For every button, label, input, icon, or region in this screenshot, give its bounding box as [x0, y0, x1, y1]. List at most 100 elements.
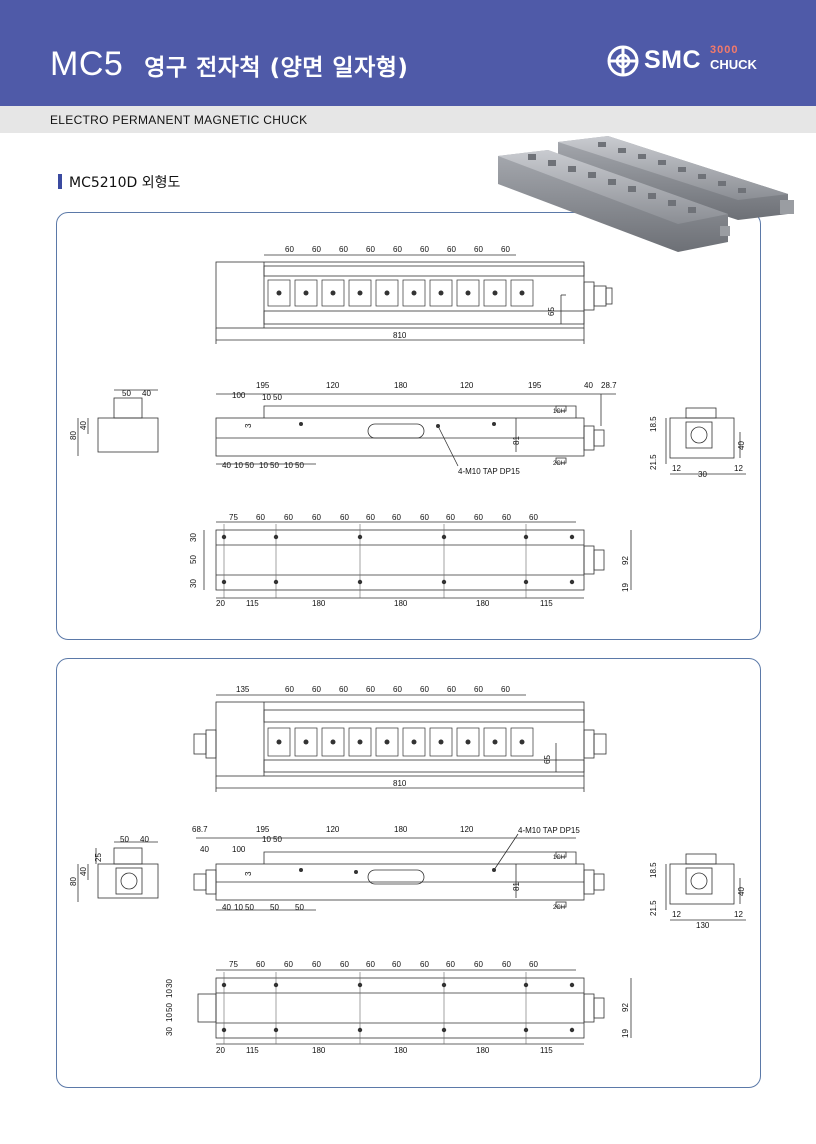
dim-label: 60 [474, 960, 483, 969]
dim-label: 10 [284, 461, 293, 470]
english-subtitle: ELECTRO PERMANENT MAGNETIC CHUCK [50, 113, 308, 127]
channel-tag: 2CH [553, 905, 565, 911]
dim-label: 60 [474, 513, 483, 522]
pole-grid-top-1 [263, 265, 585, 325]
dim-label: 50 [273, 835, 282, 844]
dim-label: 180 [394, 825, 408, 834]
dim-label: 60 [285, 685, 294, 694]
dim-label: 50 [122, 389, 131, 398]
pole-cells-top-1 [267, 279, 534, 307]
dim-label: 30 [165, 979, 174, 988]
dim-label: 810 [393, 331, 407, 340]
dim-label: 195 [256, 381, 270, 390]
dim-label: 60 [474, 685, 483, 694]
dim-label: 115 [246, 1046, 259, 1055]
dim-label: 60 [256, 513, 265, 522]
dim-label: 3 [244, 871, 253, 876]
dim-label: 19 [621, 1029, 630, 1038]
dim-label: 20 [216, 1046, 225, 1055]
header-banner: MC5 영구 전자척 (양면 일자형) SMC 3000 CHUCK [0, 0, 816, 106]
dim-label: 115 [540, 1046, 553, 1055]
dim-label: 60 [420, 513, 429, 522]
dim-label: 92 [621, 556, 630, 565]
dim-label: 21.5 [649, 900, 658, 916]
dim-label: 20 [216, 599, 225, 608]
dim-label: 40 [737, 441, 746, 450]
dim-label: 40 [79, 867, 88, 876]
dim-label: 100 [232, 391, 246, 400]
dim-label: 30 [189, 579, 198, 588]
dim-label: 10 [234, 903, 243, 912]
dim-label: 81 [512, 882, 521, 891]
dim-label: 120 [460, 381, 474, 390]
dim-label: 50 [245, 461, 254, 470]
dim-label: 120 [460, 825, 474, 834]
dim-label: 60 [393, 245, 402, 254]
dim-label: 60 [501, 245, 510, 254]
dim-label: 60 [366, 960, 375, 969]
dim-label: 40 [222, 903, 231, 912]
dim-label: 60 [339, 245, 348, 254]
dim-label: 12 [672, 910, 681, 919]
dim-label: 18.5 [649, 416, 658, 432]
dim-label: 50 [165, 1003, 174, 1012]
dim-label: 60 [340, 960, 349, 969]
dim-label: 60 [312, 685, 321, 694]
dim-label: 60 [393, 685, 402, 694]
dim-label: 60 [446, 513, 455, 522]
dim-label: 60 [312, 245, 321, 254]
page-title: MC5 영구 전자척 (양면 일자형) [50, 45, 408, 84]
dim-label: 60 [529, 960, 538, 969]
tap-note: 4-M10 TAP DP15 [518, 826, 580, 835]
dim-label: 180 [394, 599, 408, 608]
dim-label: 180 [312, 599, 326, 608]
drawing-panel-1 [56, 212, 761, 640]
dim-label: 60 [366, 245, 375, 254]
dim-label: 180 [312, 1046, 326, 1055]
dim-label: 60 [446, 960, 455, 969]
dim-label: 75 [229, 960, 238, 969]
dim-label: 40 [140, 835, 149, 844]
dim-label: 60 [340, 513, 349, 522]
dim-label: 25 [94, 853, 103, 862]
dim-label: 100 [232, 845, 246, 854]
dim-label: 180 [476, 1046, 490, 1055]
dim-label: 30 [698, 470, 707, 479]
dim-label: 12 [734, 464, 743, 473]
dim-label: 18.5 [649, 862, 658, 878]
dim-label: 40 [584, 381, 593, 390]
dim-label: 40 [142, 389, 151, 398]
dim-label: 60 [392, 513, 401, 522]
dim-label: 60 [474, 245, 483, 254]
dim-label: 60 [284, 513, 293, 522]
dim-label: 60 [312, 513, 321, 522]
channel-tag: 1CH [553, 855, 565, 861]
dim-label: 60 [529, 513, 538, 522]
dim-label: 40 [79, 421, 88, 430]
dim-label: 60 [339, 685, 348, 694]
dim-label: 60 [284, 960, 293, 969]
dim-label: 28.7 [601, 381, 617, 390]
subtitle-bar: ELECTRO PERMANENT MAGNETIC CHUCK [0, 106, 816, 133]
dim-label: 60 [420, 685, 429, 694]
channel-tag: 2CH [553, 461, 565, 467]
dim-label: 80 [69, 877, 78, 886]
dim-label: 30 [165, 1027, 174, 1036]
logo-sub: CHUCK [710, 57, 757, 72]
dim-label: 80 [69, 431, 78, 440]
dim-label: 135 [236, 685, 250, 694]
dim-label: 60 [392, 960, 401, 969]
dim-label: 130 [696, 921, 710, 930]
dim-label: 60 [501, 685, 510, 694]
dim-label: 21.5 [649, 454, 658, 470]
dim-label: 10 [259, 461, 268, 470]
dim-label: 50 [273, 393, 282, 402]
dim-label: 81 [512, 436, 521, 445]
dim-label: 10 [262, 835, 271, 844]
dim-label: 120 [326, 381, 340, 390]
model-name: MC5 [50, 45, 124, 83]
logo-mark-icon [607, 45, 639, 77]
dim-label: 40 [200, 845, 209, 854]
dim-label: 12 [672, 464, 681, 473]
dim-label: 115 [246, 599, 259, 608]
